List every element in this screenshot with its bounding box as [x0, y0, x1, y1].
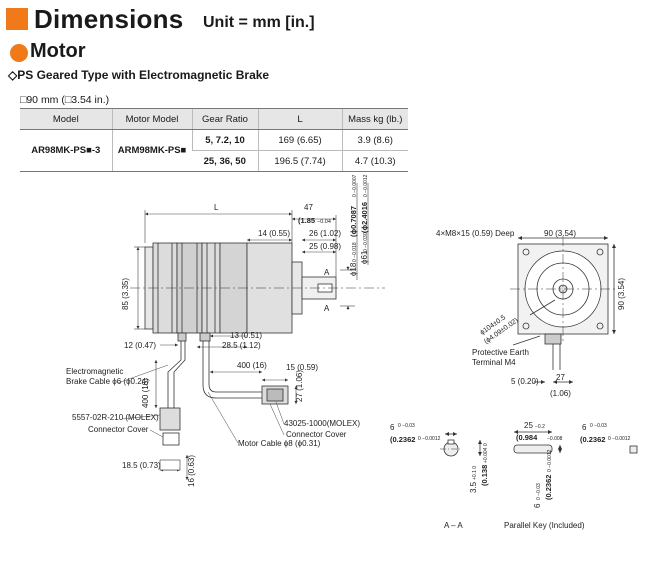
- key-kh6-in: (0.2362: [544, 475, 553, 500]
- cell-mass: 4.7 (10.3): [341, 150, 408, 172]
- page-title: Dimensions: [34, 4, 184, 34]
- motor-side-view: [130, 242, 385, 342]
- dim-26: 26 (1.02): [309, 229, 341, 238]
- dim-shaft18-in-tol: 0 −0.0007: [352, 174, 358, 197]
- label-motor-cable: Motor Cable ϕ8 (ϕ0.31): [238, 439, 321, 448]
- key-kh6: 6: [533, 503, 542, 508]
- label-connector-cover-2: Connector Cover: [286, 430, 347, 439]
- key-w6-tol: 0 −0.03: [398, 423, 415, 429]
- dim-85: 85 (3.35): [121, 278, 130, 310]
- dim-28-5: 28.5 (1.12): [222, 341, 261, 350]
- key-w6: 6: [390, 423, 395, 432]
- dim-14: 14 (0.55): [258, 229, 290, 238]
- dim-shaft18-tol: 0 −0.018: [352, 242, 358, 262]
- key-kh6-in-tol: 0 −0.0012: [547, 449, 553, 472]
- key-len25-in-tol: −0.008: [547, 436, 563, 442]
- key-w6-in-tol: 0 −0.0012: [418, 436, 441, 442]
- cables: [159, 341, 289, 446]
- dim-27-vert: 27 (1.06): [295, 370, 304, 402]
- dim-pilot61-in-tol: 0 −0.0012: [363, 174, 369, 197]
- frame-size: □90 mm (□3.54 in.): [20, 94, 110, 106]
- label-em-brake-cable: Brake Cable ϕ6 (ϕ0.24): [66, 377, 149, 386]
- leader-lines: [117, 364, 285, 444]
- key-len25-in: (0.984: [516, 433, 538, 442]
- dim-90-vert: 90 (3.54): [617, 278, 626, 310]
- parallel-key-view: [513, 430, 638, 454]
- subsection-title: ◇PS Geared Type with Electromagnetic Bra…: [8, 68, 270, 82]
- connector-end-icon: [159, 459, 181, 471]
- key-h35-tol: +0.1 0: [472, 466, 478, 480]
- label-molex-10p: 43025-1000(MOLEX): [284, 419, 360, 428]
- dim-12: 12 (0.47): [124, 341, 156, 350]
- dim-shaft18-in: (ϕ0.7087: [349, 206, 358, 237]
- col-gear-ratio: Gear Ratio: [191, 108, 258, 130]
- col-mass: Mass kg (lb.): [341, 108, 408, 130]
- table-row: 25, 36, 50 196.5 (7.74) 4.7 (10.3): [20, 150, 408, 172]
- dim-90-horiz: 90 (3.54): [544, 229, 576, 238]
- dim-18-5: 18.5 (0.73): [122, 461, 161, 470]
- dim-15: 15 (0.59): [286, 363, 318, 372]
- dim-pilot61-tol: 0 −0.030: [363, 232, 369, 252]
- section-mark-a-bottom: A: [324, 304, 330, 313]
- dim-13: 13 (0.51): [230, 331, 262, 340]
- dim-shaft18: ϕ18: [349, 262, 358, 276]
- key-w6-in: (0.2362: [390, 435, 415, 444]
- key-kw6-in-tol: 0 −0.0012: [608, 436, 631, 442]
- table-row: AR98MK-PS■-3 ARM98MK-PS■ 5, 7.2, 10 169 …: [20, 129, 408, 172]
- dim-25: 25 (0.98): [309, 242, 341, 251]
- cell-l: 169 (6.65): [257, 129, 342, 151]
- key-len25-tol: −0.2: [535, 424, 545, 430]
- key-h35-in-tol: +0.004 0: [483, 443, 489, 463]
- label-parallel-key: Parallel Key (Included): [504, 521, 585, 530]
- label-terminal-m4: Terminal M4: [472, 358, 516, 367]
- section-aa-view: [440, 432, 482, 457]
- dim-400-vert: 400 (16): [141, 378, 150, 408]
- dim-400: 400 (16): [237, 361, 267, 370]
- motor-front-view: [510, 236, 616, 384]
- dim-47-in: (1.85: [298, 216, 315, 225]
- key-kw6: 6: [582, 423, 587, 432]
- dim-pilot61: ϕ61: [360, 250, 369, 264]
- cell-ratio: 25, 36, 50: [192, 150, 258, 172]
- key-kw6-tol: 0 −0.03: [590, 423, 607, 429]
- section-mark-a-top: A: [324, 268, 330, 277]
- cell-mass: 3.9 (8.6): [341, 129, 408, 151]
- section-dot-icon: [10, 44, 28, 62]
- section-title: Motor: [30, 40, 86, 62]
- key-kw6-in: (0.2362: [580, 435, 605, 444]
- label-connector-cover-1: Connector Cover: [88, 425, 149, 434]
- dim-pilot61-in: (ϕ2.4016: [360, 202, 369, 233]
- unit-note: Unit = mm [in.]: [203, 14, 315, 31]
- key-h35-in: (0.138: [480, 465, 489, 486]
- label-em-brake: Electromagnetic: [66, 367, 123, 376]
- dim-47-tol: −0.04: [317, 219, 331, 225]
- cell-l: 196.5 (7.74): [257, 150, 342, 172]
- dim-5: 5 (0.20): [511, 377, 539, 386]
- dim-m8: 4×M8×15 (0.59) Deep: [436, 229, 515, 238]
- col-motor-model: Motor Model: [111, 108, 192, 130]
- spec-table: Model Motor Model Gear Ratio L Mass kg (…: [20, 108, 408, 172]
- key-h35: 3.5: [469, 481, 478, 493]
- label-molex-2p: 5557-02R-210 (MOLEX): [72, 413, 159, 422]
- dim-27-front-in: (1.06): [550, 389, 571, 398]
- dim-27-front: 27: [556, 373, 565, 382]
- label-section-aa: A – A: [444, 521, 463, 530]
- key-tolerance-labels: 6 0 −0.03 (0.2362 0 −0.0012 3.5 +0.1 0 (…: [390, 421, 631, 508]
- col-l: L: [257, 108, 342, 130]
- key-len25: 25: [524, 421, 533, 430]
- key-kh6-tol: 0 −0.03: [536, 483, 542, 500]
- dim-l: L: [214, 203, 219, 212]
- cell-ratio: 5, 7.2, 10: [191, 129, 258, 151]
- table-header-row: Model Motor Model Gear Ratio L Mass kg (…: [20, 108, 408, 130]
- title-square-icon: [6, 8, 28, 30]
- col-model: Model: [20, 108, 112, 130]
- cell-motor-model: ARM98MK-PS■: [111, 129, 192, 172]
- dim-16: 16 (0.63): [187, 455, 196, 487]
- dim-47: 47: [304, 203, 313, 212]
- cell-model: AR98MK-PS■-3: [20, 129, 112, 172]
- callout-labels: Electromagnetic Brake Cable ϕ6 (ϕ0.24) 5…: [66, 348, 585, 530]
- label-protective-earth: Protective Earth: [472, 348, 529, 357]
- side-dimension-lines: [134, 183, 369, 480]
